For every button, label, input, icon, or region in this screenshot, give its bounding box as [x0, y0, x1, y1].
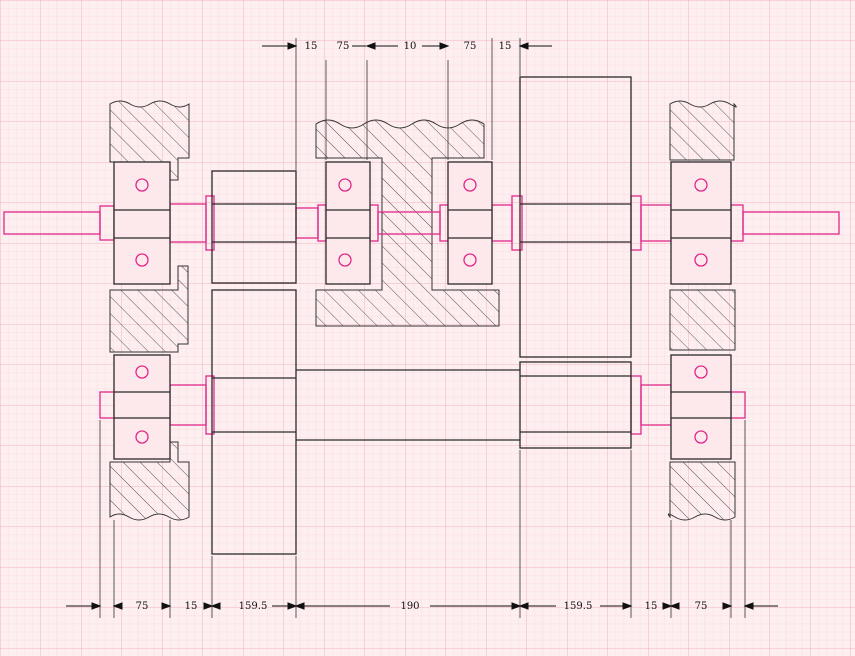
gears: [211, 76, 632, 555]
bottom-dim-159-5-left: 159.5: [239, 601, 268, 612]
bottom-dim-15-right: 15: [645, 601, 658, 612]
left-wall-top: [109, 100, 190, 181]
bearing-upper-center-left: [325, 161, 371, 285]
top-dim-10: 10: [404, 41, 417, 52]
bottom-dim-190: 190: [400, 601, 419, 612]
bearing-upper-right: [670, 161, 732, 285]
right-wall-top: [669, 100, 737, 161]
intermediate-shaft: [296, 369, 520, 441]
bearing-upper-left: [113, 161, 171, 285]
gear-upper-left: [211, 170, 297, 284]
bottom-dimension-line: [66, 602, 778, 610]
top-dimension-line: [262, 42, 552, 50]
right-wall-bottom: [667, 461, 736, 521]
top-dim-15-right: 15: [499, 41, 512, 52]
extension-lines: [99, 38, 746, 618]
housing-walls: [109, 100, 737, 521]
gear-upper-right: [519, 76, 632, 358]
bottom-dim-15-left: 15: [185, 601, 198, 612]
bearing-lower-left: [113, 354, 171, 460]
top-dim-75-left: 75: [337, 41, 350, 52]
bottom-dim-75-right: 75: [695, 601, 708, 612]
bearing-lower-right: [670, 354, 732, 460]
bottom-dim-75-left: 75: [136, 601, 149, 612]
bottom-dim-159-5-right: 159.5: [564, 601, 593, 612]
right-wall-middle: [669, 289, 736, 351]
left-wall-bottom: [109, 441, 190, 521]
left-wall-middle: [109, 265, 189, 353]
bearings: [113, 161, 732, 460]
gear-lower-left: [211, 289, 297, 555]
center-web: [315, 119, 500, 327]
bearing-upper-center-right: [447, 161, 493, 285]
top-dim-75-right: 75: [464, 41, 477, 52]
gear-lower-right: [519, 361, 632, 449]
top-dim-15-left: 15: [305, 41, 318, 52]
